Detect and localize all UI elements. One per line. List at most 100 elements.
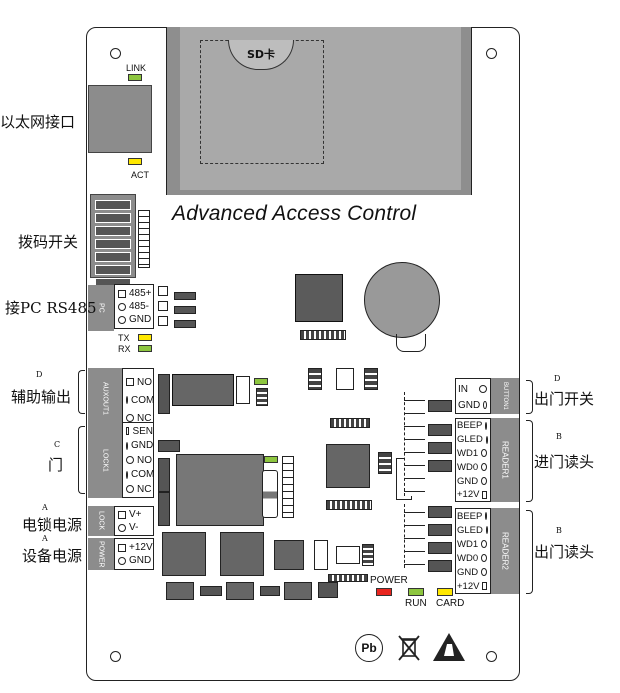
exit-label: 出门开关 [534, 390, 595, 408]
reader1-pin-label: GND [457, 475, 479, 487]
run-led-label: RUN [405, 598, 427, 609]
smd-components [404, 504, 425, 568]
reader2-label: 出门读头 [534, 543, 595, 561]
smd-components [330, 418, 370, 428]
link-led [128, 74, 142, 81]
esd-warning-icon [433, 633, 465, 661]
rx-label: RX [118, 344, 131, 354]
aux-letter: D [36, 370, 43, 379]
aux-pin-label: NO [137, 376, 152, 388]
smd-components [318, 582, 338, 598]
ic-chip [326, 444, 370, 488]
lock1-pin-label: GND [131, 440, 154, 452]
run-led [408, 588, 424, 596]
power-led-label: POWER [370, 575, 408, 586]
ic-chip [274, 540, 304, 570]
reader2-pin-label: GND [457, 566, 479, 578]
dip-switch[interactable] [90, 194, 136, 288]
aux-pin-label: COM [131, 394, 155, 406]
power-inductor [176, 454, 264, 526]
reader1-letter: B [556, 432, 562, 441]
lock1-pin-label: SEN [132, 425, 153, 437]
card-led [437, 588, 453, 596]
exit-brace [526, 380, 533, 414]
lock1-terminal[interactable]: SEN GND NO COM NC [122, 422, 154, 498]
button-terminal[interactable]: IN GND [455, 378, 491, 414]
smd-components [158, 374, 170, 414]
door-brace [78, 426, 85, 494]
smd-components [158, 458, 170, 492]
lock-letter: A [42, 503, 48, 512]
smd-components [326, 500, 372, 510]
lock1-pin-label: COM [131, 469, 155, 481]
reader1-pin-label: WD0 [457, 461, 479, 473]
pc-terminal[interactable]: 485+ 485- GND [114, 284, 154, 329]
aux-connector: AUXOUT1 [88, 368, 122, 430]
lock1-pin-label: NO [137, 454, 152, 466]
dip-label: 拨码开关 [18, 233, 79, 251]
smd-components [336, 368, 354, 390]
fuse [262, 470, 278, 518]
pc-label: 接PC RS485 [5, 299, 97, 317]
smd-components [284, 582, 312, 600]
door-letter: C [54, 440, 61, 449]
mounting-hole [110, 48, 121, 59]
lock-pin-label: V+ [129, 509, 142, 520]
power-pin-label: +12V [129, 542, 153, 553]
reader1-pin-label: +12V [457, 489, 480, 501]
pc-pin-label: 485- [129, 301, 150, 312]
reader2-pin-label: +12V [457, 580, 480, 592]
reader1-label: 进门读头 [534, 453, 595, 471]
device-power-terminal[interactable]: +12V GND [114, 538, 154, 570]
ic-chip [295, 274, 343, 322]
pc-connector: PC [88, 285, 114, 331]
reader1-terminal[interactable]: BEEP GLED WD1 WD0 GND +12V [455, 418, 491, 502]
card-led-label: CARD [436, 598, 465, 609]
smd-components [364, 368, 378, 390]
reader1-connector: READER1 [491, 418, 519, 502]
reader1-pin-label: GLED [457, 434, 483, 446]
sd-card-label: SD卡 [246, 48, 276, 61]
mounting-hole [486, 48, 497, 59]
lead-free-icon: Pb [355, 634, 383, 662]
reader1-pin-label: WD1 [457, 447, 479, 459]
lock1-pin-label: NC [137, 483, 152, 495]
reader2-pin-label: BEEP [457, 510, 483, 522]
button-pin-label: GND [458, 399, 481, 411]
power-led [376, 588, 392, 596]
ethernet-port[interactable] [88, 85, 152, 153]
device-power-connector: POWER [88, 538, 114, 570]
rx-led [138, 345, 152, 352]
reader2-terminal[interactable]: BEEP GLED WD1 WD0 GND +12V [455, 508, 491, 594]
reader2-brace [526, 510, 533, 594]
sd-card-area [180, 27, 461, 190]
pc-pin-label: GND [129, 314, 152, 325]
battery-holder [396, 334, 426, 352]
lock-power-terminal[interactable]: V+ V- [114, 506, 154, 536]
smd-components [314, 540, 328, 570]
weee-bin-icon [398, 635, 420, 661]
link-label: LINK [126, 63, 147, 73]
tx-led [138, 334, 152, 341]
lock-power-connector: LOCK [88, 506, 114, 536]
aux-label: 辅助输出 [11, 388, 72, 406]
door-label: 门 [48, 456, 64, 474]
power-inductor [220, 532, 264, 576]
dev-label: 设备电源 [22, 547, 83, 565]
aux-terminal[interactable]: NO COM NC [122, 368, 154, 430]
smd-components [236, 376, 250, 404]
lock-pin-label: V- [129, 522, 139, 533]
status-led [254, 378, 268, 385]
power-inductor [162, 532, 206, 576]
reader2-letter: B [556, 526, 562, 535]
smd-components [300, 330, 346, 340]
act-led [128, 158, 142, 165]
button-connector: BUTTON1 [491, 378, 519, 414]
board-title: Advanced Access Control [172, 202, 417, 225]
smd-components [308, 368, 322, 390]
smd-components [260, 586, 280, 596]
smd-components [282, 456, 294, 518]
button-pin-label: IN [458, 383, 468, 395]
aux-brace [78, 370, 85, 414]
power-pin-label: GND [129, 555, 152, 566]
